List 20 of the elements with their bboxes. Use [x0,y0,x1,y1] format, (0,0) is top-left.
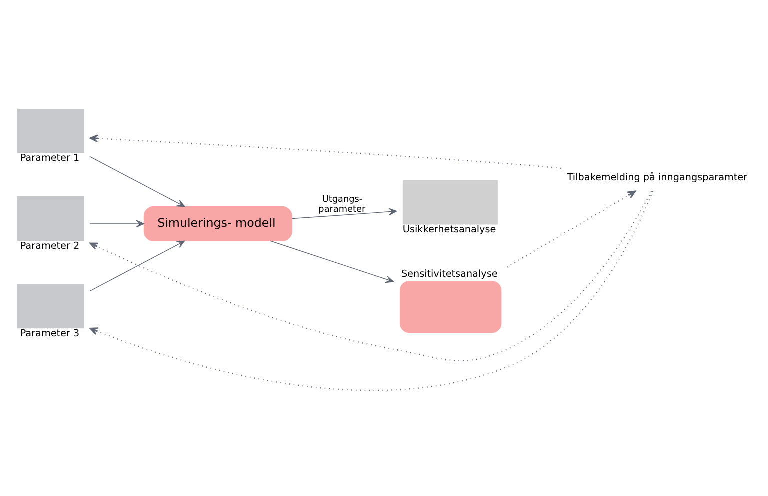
node-label: Parameter 1 [20,152,80,164]
arrow [506,190,636,268]
node-box [17,284,84,328]
arrow [90,134,562,169]
node-box [17,108,84,153]
arrow [270,240,394,283]
arrow [90,240,186,292]
node-label: Usikkerhetsanalyse [402,224,496,235]
arrow [90,220,144,228]
node-box [402,180,498,224]
node-box: Simulerings- modell [144,206,292,241]
node-text: Tilbakemelding på inngangsparamter [567,172,748,183]
node-box [400,280,502,333]
arrow [292,208,398,219]
node-box [17,196,84,241]
node-label: Parameter 3 [20,328,80,339]
node-label: Sensitivitetsanalyse [401,268,498,280]
node-label: Parameter 2 [20,240,80,252]
edge-label: Utgangs- parameter [318,194,366,214]
arrow [90,156,186,207]
